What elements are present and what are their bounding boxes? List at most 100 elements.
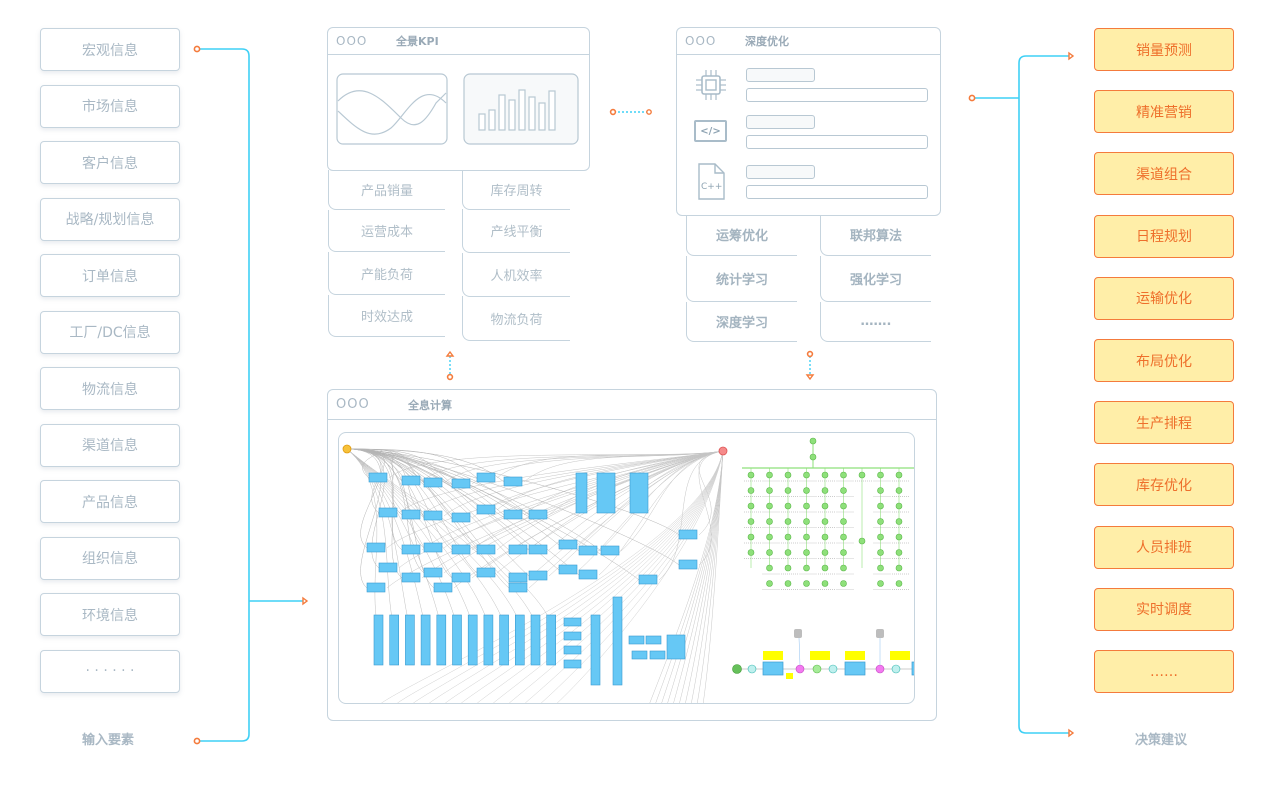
- process-node: [436, 614, 447, 666]
- tree-node: [803, 487, 810, 494]
- input-item[interactable]: 订单信息: [40, 254, 180, 297]
- kpi-metric[interactable]: 产品销量: [328, 170, 445, 210]
- tree-node: [803, 471, 810, 479]
- process-node: [378, 507, 398, 518]
- bar-chart-icon: [463, 73, 579, 145]
- placeholder-bar: [746, 115, 815, 129]
- flow-annotation: [845, 651, 865, 660]
- graph-edge: [346, 448, 380, 634]
- graph-edge: [346, 448, 680, 566]
- tree-node: [809, 437, 817, 445]
- output-item[interactable]: ……: [1094, 650, 1234, 693]
- output-item[interactable]: 库存优化: [1094, 463, 1234, 507]
- output-item[interactable]: 销量预测: [1094, 28, 1234, 71]
- output-item[interactable]: 实时调度: [1094, 587, 1234, 631]
- graph-edge: [386, 450, 724, 549]
- kpi-metric[interactable]: 物流负荷: [462, 296, 570, 341]
- input-item[interactable]: · · · · · ·: [40, 649, 180, 693]
- tree-node: [747, 518, 755, 525]
- tree-node: [877, 533, 884, 541]
- tree-node: [877, 502, 884, 510]
- flow-annotation: [810, 651, 830, 660]
- algorithm-item[interactable]: 联邦算法: [820, 214, 931, 256]
- process-node: [366, 542, 386, 553]
- process-node: [508, 572, 528, 583]
- process-node: [629, 472, 649, 514]
- input-item[interactable]: 工厂/DC信息: [40, 310, 180, 354]
- kpi-metric[interactable]: 时效达成: [328, 295, 445, 337]
- tree-node: [840, 502, 847, 510]
- process-node: [578, 545, 598, 556]
- tree-node: [858, 537, 866, 545]
- tree-node: [766, 533, 773, 541]
- input-item[interactable]: 物流信息: [40, 367, 180, 410]
- algorithm-item[interactable]: …….: [820, 302, 931, 342]
- graph-edge: [667, 450, 724, 703]
- tree-node: [821, 518, 829, 525]
- tree-node: [803, 533, 810, 541]
- tree-node: [895, 580, 903, 587]
- process-graph: [342, 437, 914, 703]
- input-item[interactable]: 宏观信息: [40, 28, 180, 71]
- tree-node: [858, 471, 866, 479]
- process-node: [530, 614, 541, 666]
- tree-node: [784, 502, 792, 510]
- tree-node: [821, 502, 829, 510]
- tree-node: [766, 502, 773, 510]
- process-node: [508, 582, 528, 593]
- tree-node: [747, 502, 755, 510]
- input-item[interactable]: 组织信息: [40, 536, 180, 580]
- input-item[interactable]: 渠道信息: [40, 423, 180, 467]
- algorithm-item[interactable]: 运筹优化: [686, 214, 797, 256]
- output-item[interactable]: 布局优化: [1094, 339, 1234, 382]
- input-bracket-line: [197, 48, 250, 742]
- placeholder-bar: [746, 68, 815, 82]
- algorithm-item[interactable]: 强化学习: [820, 256, 931, 302]
- process-node: [423, 477, 443, 488]
- graph-edge: [523, 450, 724, 483]
- process-node: [563, 645, 582, 655]
- output-item[interactable]: 渠道组合: [1094, 152, 1234, 196]
- kpi-metric[interactable]: 人机效率: [462, 253, 570, 297]
- output-item[interactable]: 人员排班: [1094, 525, 1234, 569]
- kpi-metric[interactable]: 产能负荷: [328, 252, 445, 295]
- process-node: [666, 634, 686, 660]
- graph-edge: [698, 450, 724, 536]
- process-node: [649, 650, 666, 660]
- graph-edge: [386, 450, 724, 589]
- process-node: [558, 539, 578, 550]
- tree-node: [747, 487, 755, 494]
- kpi-metric[interactable]: 运营成本: [328, 210, 445, 252]
- tree-node: [766, 580, 773, 587]
- tree-node: [766, 471, 773, 479]
- output-item[interactable]: 日程规划: [1094, 214, 1234, 258]
- graph-edge: [346, 448, 412, 634]
- kpi-metric[interactable]: 库存周转: [462, 170, 570, 210]
- tree-node: [821, 487, 829, 494]
- kpi-metric[interactable]: 产线平衡: [462, 209, 570, 253]
- process-node: [631, 650, 648, 660]
- tree-node: [784, 549, 792, 556]
- tree-node: [803, 549, 810, 556]
- input-item[interactable]: 战略/规划信息: [40, 197, 180, 241]
- algorithm-item[interactable]: 统计学习: [686, 256, 797, 302]
- input-item[interactable]: 市场信息: [40, 84, 180, 128]
- output-item[interactable]: 生产排程: [1094, 401, 1234, 445]
- process-node: [638, 574, 658, 585]
- process-node: [546, 614, 556, 666]
- process-node: [628, 635, 645, 645]
- tree-node: [766, 549, 773, 556]
- end-node: [718, 446, 728, 456]
- tree-node: [895, 502, 903, 510]
- input-item[interactable]: 客户信息: [40, 141, 180, 184]
- algorithm-item[interactable]: 深度学习: [686, 302, 797, 342]
- output-item[interactable]: 运输优化: [1094, 276, 1234, 320]
- output-item[interactable]: 精准营销: [1094, 90, 1234, 134]
- input-item[interactable]: 产品信息: [40, 480, 180, 523]
- process-node: [578, 569, 598, 580]
- placeholder-bar: [746, 88, 928, 102]
- graph-edge: [493, 450, 724, 703]
- process-node: [503, 509, 523, 520]
- process-node: [476, 472, 496, 483]
- input-item[interactable]: 环境信息: [40, 593, 180, 636]
